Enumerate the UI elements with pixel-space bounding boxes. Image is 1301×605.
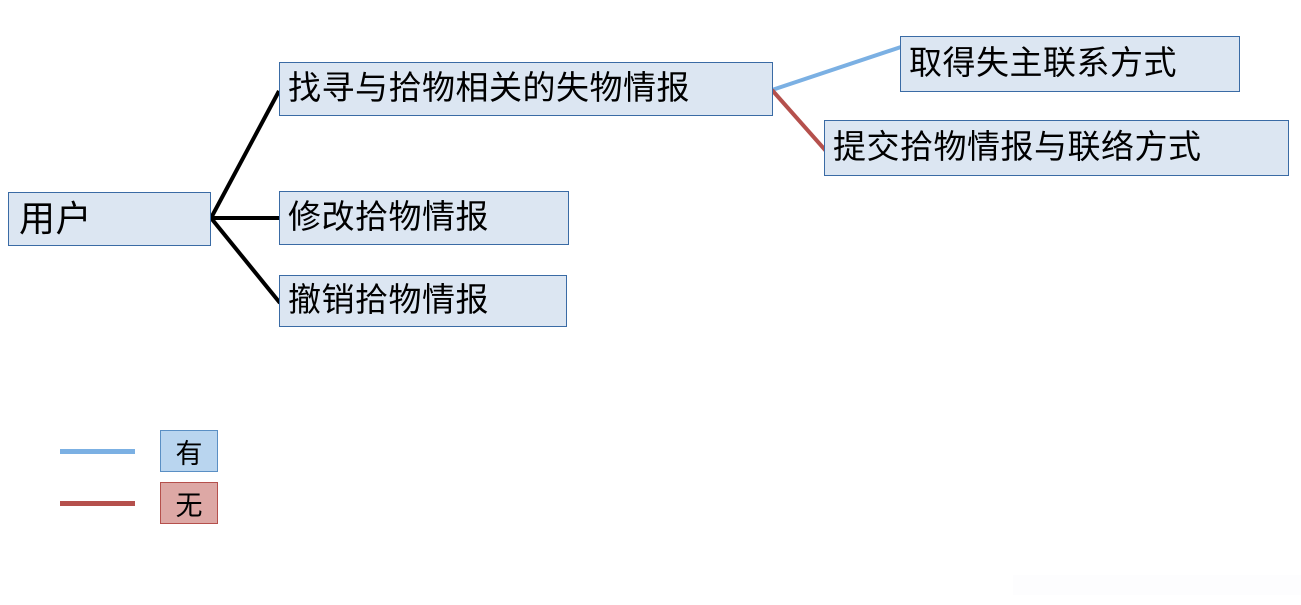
node-obtain-owner-contact[interactable]: 取得失主联系方式 [900, 36, 1240, 92]
legend-label-none: 无 [175, 490, 203, 521]
legend: 有 无 [0, 420, 300, 540]
legend-item-has: 有 [0, 428, 300, 474]
legend-item-none: 无 [0, 480, 300, 526]
legend-label-has: 有 [175, 438, 203, 469]
legend-line-swatch-none [60, 501, 135, 506]
node-modify-label: 修改拾物情报 [288, 199, 489, 236]
connector-user-to-search [209, 90, 281, 219]
node-submit-label: 提交拾物情报与联络方式 [833, 129, 1202, 166]
legend-box-none: 无 [160, 482, 218, 524]
node-submit-found-item-and-contact[interactable]: 提交拾物情报与联络方式 [824, 120, 1289, 176]
background-band [1013, 575, 1301, 595]
node-search-lost-item-info[interactable]: 找寻与拾物相关的失物情报 [279, 62, 773, 116]
node-contact-label: 取得失主联系方式 [909, 45, 1177, 82]
legend-box-has: 有 [160, 430, 218, 472]
legend-line-swatch-has [60, 449, 135, 454]
connector-user-to-cancel [209, 216, 282, 305]
node-cancel-found-item-info[interactable]: 撤销拾物情报 [279, 275, 567, 327]
node-modify-found-item-info[interactable]: 修改拾物情报 [279, 191, 569, 245]
connector-search-to-contact [771, 45, 902, 92]
node-user-actor[interactable]: 用户 [8, 192, 211, 246]
node-search-label: 找寻与拾物相关的失物情报 [288, 70, 690, 107]
connector-search-to-submit [770, 88, 828, 153]
node-user-label: 用户 [19, 199, 93, 239]
node-cancel-label: 撤销拾物情报 [288, 282, 489, 319]
